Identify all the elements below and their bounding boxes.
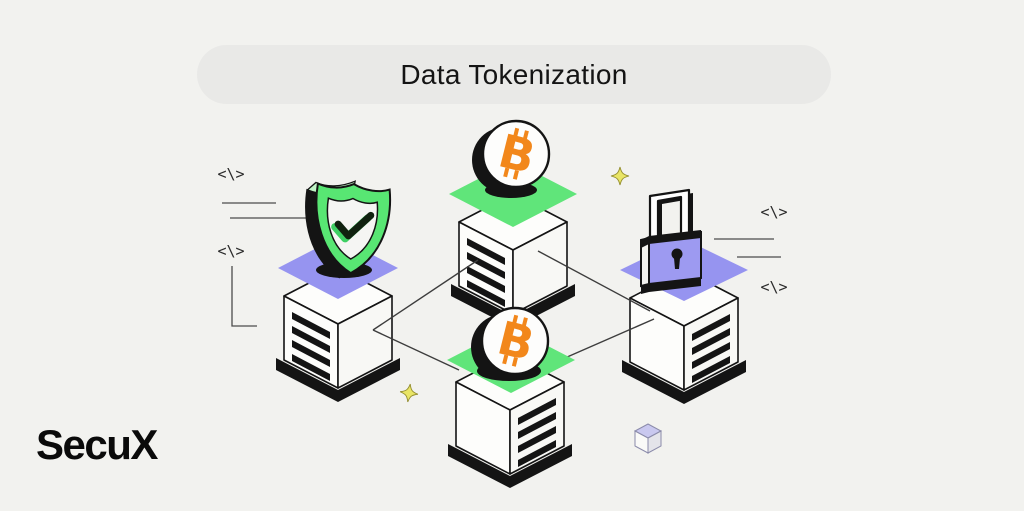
page-title: Data Tokenization bbox=[400, 58, 628, 90]
network-links bbox=[372, 250, 655, 371]
code-tag-icon: <\> bbox=[760, 203, 787, 221]
padlock-icon bbox=[640, 188, 702, 294]
keyhole-icon bbox=[671, 248, 683, 260]
bitcoin-node-bottom: B bbox=[447, 306, 575, 393]
sparkle-icon bbox=[398, 382, 420, 404]
code-tag-icon: <\> bbox=[217, 242, 244, 260]
title-pill: Data Tokenization bbox=[197, 45, 831, 104]
brand-logo: SecuX bbox=[36, 421, 158, 468]
network-link-line bbox=[557, 318, 655, 362]
shield-node bbox=[278, 180, 398, 299]
network-link-line bbox=[537, 250, 651, 312]
sparkle-icon bbox=[610, 166, 630, 186]
coin-face bbox=[481, 119, 551, 189]
decorative-elbow-line bbox=[231, 266, 257, 327]
mini-cube-icon bbox=[633, 423, 663, 454]
right-code-decoration: <\> <\> bbox=[714, 203, 788, 296]
code-tag-icon: <\> bbox=[760, 278, 787, 296]
code-tag-icon: <\> bbox=[217, 165, 244, 183]
network-link-line bbox=[372, 329, 460, 371]
padlock-node bbox=[620, 188, 748, 301]
bitcoin-node-top: B bbox=[449, 119, 577, 227]
left-code-decoration: <\> <\> bbox=[217, 165, 311, 327]
network-link-line bbox=[372, 259, 479, 331]
shield-icon bbox=[299, 180, 393, 281]
checkmark-icon bbox=[334, 211, 375, 240]
coin-face bbox=[480, 306, 550, 376]
